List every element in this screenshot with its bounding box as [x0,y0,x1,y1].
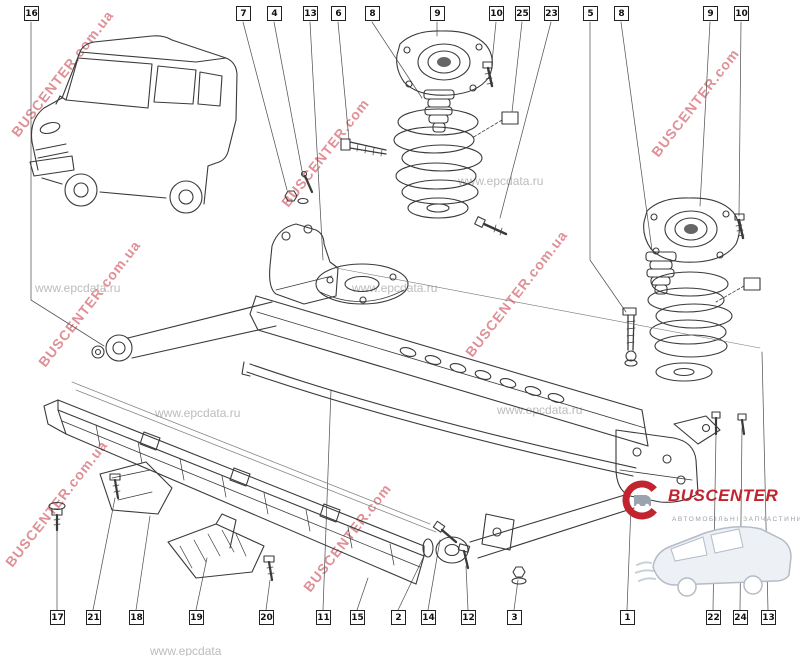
callout-bottom-3[interactable]: 3 [507,610,522,625]
callout-top-10b[interactable]: 10 [734,6,749,21]
fasteners [48,138,387,582]
bracket-bolt-b [737,413,747,436]
mount-bolt-left [482,61,494,88]
callout-bottom-11[interactable]: 11 [316,610,331,625]
spring-mount-left [396,30,493,96]
spring-washer-right [655,362,713,382]
right-trailing-arm [422,493,635,564]
mount-bolt-right [734,213,745,240]
watermark-buscenter: BUSCENTER.com [278,95,373,210]
coil-spring-right [647,271,733,358]
logo-van-sketch [635,526,792,597]
axle-beam [249,295,649,447]
callout-bottom-13b[interactable]: 13 [761,610,776,625]
callout-top-6[interactable]: 6 [331,6,346,21]
watermark-buscenter: BUSCENTER.com.ua [462,227,571,360]
arm-nut [511,566,527,585]
heat-shields [99,461,265,579]
callout-bottom-15[interactable]: 15 [350,610,365,625]
buscenter-logo: BUSCENTER АВТОМОБІЛЬНІ ЗАПЧАСТИНИ [620,478,800,523]
callout-top-25[interactable]: 25 [515,6,530,21]
bump-stop-right [645,251,677,295]
bushing-washer-left [91,345,105,359]
buscenter-emblem-icon [622,480,662,520]
bump-stop-left [423,89,455,133]
callout-bottom-21[interactable]: 21 [86,610,101,625]
callout-bottom-22[interactable]: 22 [706,610,721,625]
bracket-bolt-a [711,411,721,436]
spring-mount-right [643,197,740,263]
watermark-epcdata: www.epcdata.ru [352,281,438,295]
shock-bolt [622,307,638,367]
callout-bottom-24[interactable]: 24 [733,610,748,625]
watermark-buscenter: BUSCENTER.com.ua [35,237,144,370]
logo-tagline: АВТОМОБІЛЬНІ ЗАПЧАСТИНИ [672,516,800,523]
callout-bottom-12[interactable]: 12 [461,610,476,625]
callout-top-4[interactable]: 4 [267,6,282,21]
callout-top-8[interactable]: 8 [365,6,380,21]
watermark-buscenter: BUSCENTER.com.ua [8,7,117,140]
watermark-buscenter: BUSCENTER.com [300,480,395,595]
watermark-epcdata: www.epcdata [150,644,222,656]
spring-washer-left [407,197,469,219]
retainer-clip-left [471,111,519,139]
callout-top-16[interactable]: 16 [24,6,39,21]
logo-name: BUSCENTER [668,486,779,505]
callout-top-23[interactable]: 23 [544,6,559,21]
callout-top-10[interactable]: 10 [489,6,504,21]
callout-top-7[interactable]: 7 [236,6,251,21]
callout-top-13[interactable]: 13 [303,6,318,21]
callout-bottom-1[interactable]: 1 [620,610,635,625]
callout-bottom-14[interactable]: 14 [421,610,436,625]
retainer-clip-right [715,277,761,303]
watermark-buscenter: BUSCENTER.com [648,45,743,160]
callout-top-8b[interactable]: 8 [614,6,629,21]
callout-bottom-18[interactable]: 18 [129,610,144,625]
callout-bottom-19[interactable]: 19 [189,610,204,625]
arm-bolt [432,520,458,544]
callout-bottom-17[interactable]: 17 [50,610,65,625]
callout-top-9b[interactable]: 9 [703,6,718,21]
callout-bottom-2[interactable]: 2 [391,610,406,625]
torsion-bar [241,361,637,477]
part-association-line [335,267,761,349]
left-trailing-arm [105,301,277,362]
coil-spring-left [393,108,483,205]
watermark-epcdata: www.epcdata.ru [155,406,241,420]
callout-bottom-20[interactable]: 20 [259,610,274,625]
seat-bolt-left [474,216,508,236]
watermark-epcdata: www.epcdata.ru [35,281,121,295]
arm-small-bolt [457,543,471,570]
callout-top-9[interactable]: 9 [430,6,445,21]
watermark-epcdata: www.epcdata.ru [497,403,583,417]
watermark-epcdata: www.epcdata.ru [458,174,544,188]
left-bracket [269,223,339,305]
callout-top-5[interactable]: 5 [583,6,598,21]
watermark-buscenter: BUSCENTER.com.ua [2,437,111,570]
